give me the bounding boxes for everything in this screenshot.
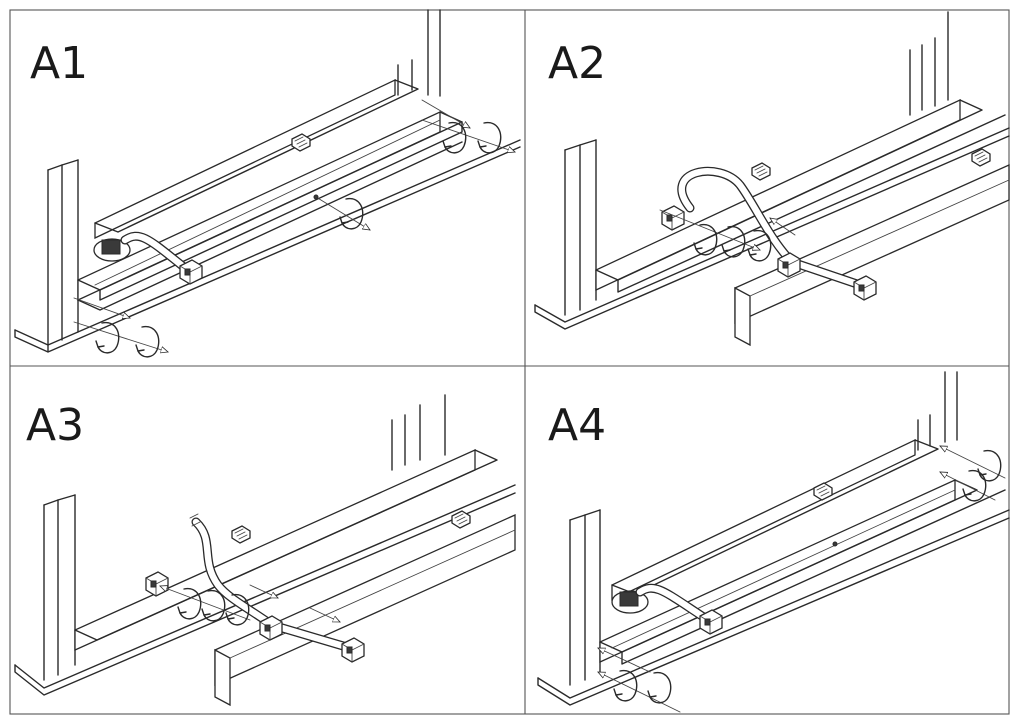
panel-a3: A3	[14, 394, 516, 707]
panel-a4: A4	[537, 371, 1010, 713]
panel-a1: A1	[14, 9, 521, 358]
panel-label-a4: A4	[548, 400, 606, 451]
diagram-frame	[9, 9, 1010, 715]
panel-label-a2: A2	[548, 38, 606, 89]
panel-label-a1: A1	[30, 38, 88, 89]
panel-a2: A2	[534, 11, 1010, 347]
panel-label-a3: A3	[26, 400, 84, 451]
